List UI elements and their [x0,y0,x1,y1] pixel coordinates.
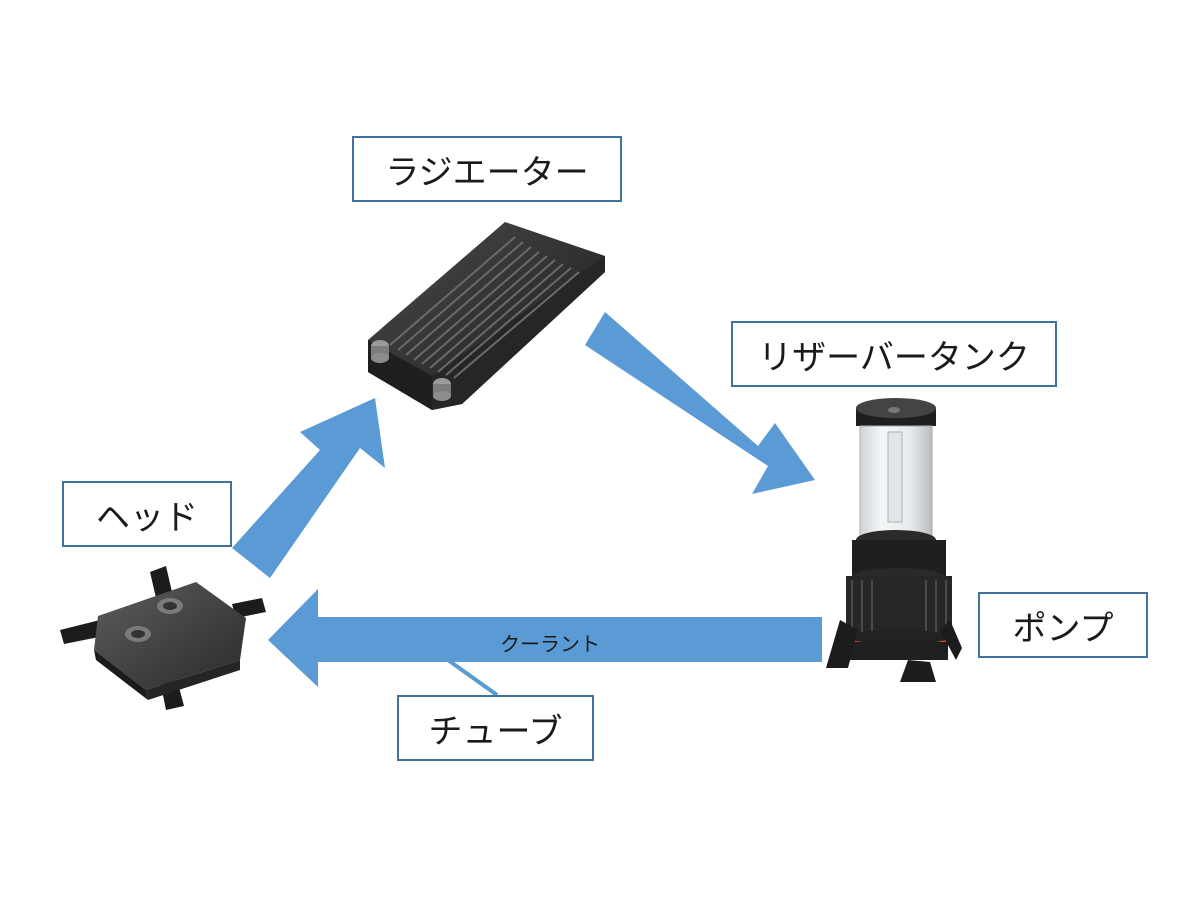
arrow-head-to-radiator [232,398,385,578]
pump-label: ポンプ [978,592,1148,658]
arrow-coolant-pump-to-head [268,589,822,687]
tube-label: チューブ [397,695,594,761]
arrow-radiator-to-reservoir [585,312,815,494]
head-label: ヘッド [62,481,232,547]
water-block-illustration [60,566,266,710]
reservoir-pump-illustration [826,398,962,682]
coolant-label: クーラント [500,632,600,656]
reservoir-label: リザーバータンク [731,321,1057,387]
radiator-illustration [368,222,605,410]
tube-pointer-line [446,658,499,697]
radiator-label: ラジエーター [352,136,622,202]
